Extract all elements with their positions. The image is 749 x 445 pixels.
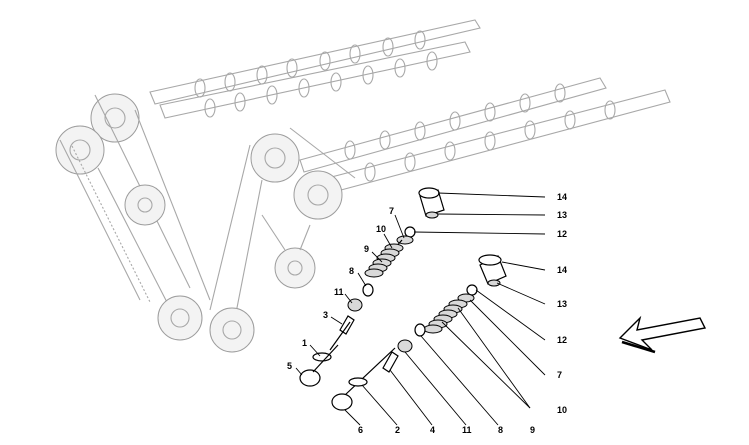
callout-5: 5	[287, 361, 292, 371]
callout-14-upper: 14	[557, 192, 567, 202]
callout-7-upper: 7	[389, 206, 394, 216]
callout-12-upper: 12	[557, 229, 567, 239]
callout-10-upper: 10	[376, 224, 386, 234]
camshaft-bank-left	[55, 19, 481, 341]
callout-11-upper: 11	[334, 287, 344, 297]
callout-8-lower: 8	[498, 425, 503, 435]
callout-1: 1	[302, 338, 307, 348]
callout-9-upper: 9	[364, 244, 369, 254]
callout-12-lower: 12	[557, 335, 567, 345]
callout-8-upper: 8	[349, 266, 354, 276]
callout-10-lower: 10	[557, 405, 567, 415]
direction-arrow-icon	[618, 315, 707, 354]
valve-set-upper	[299, 187, 445, 387]
callout-6: 6	[358, 425, 363, 435]
callout-7-lower: 7	[557, 370, 562, 380]
callout-11-lower: 11	[462, 425, 472, 435]
callout-3: 3	[323, 310, 328, 320]
camshaft-bank-right	[209, 77, 671, 353]
valve-set-lower	[331, 254, 507, 411]
callout-4: 4	[430, 425, 435, 435]
callout-2: 2	[395, 425, 400, 435]
callout-14-lower: 14	[557, 265, 567, 275]
callout-13-lower: 13	[557, 299, 567, 309]
callout-13-upper: 13	[557, 210, 567, 220]
leader-lines	[295, 192, 546, 426]
callout-9-lower: 9	[530, 425, 535, 435]
callout-labels: 14 13 12 7 10 9 8 11 3 1 5 14 13 12 7 9 …	[287, 192, 567, 435]
